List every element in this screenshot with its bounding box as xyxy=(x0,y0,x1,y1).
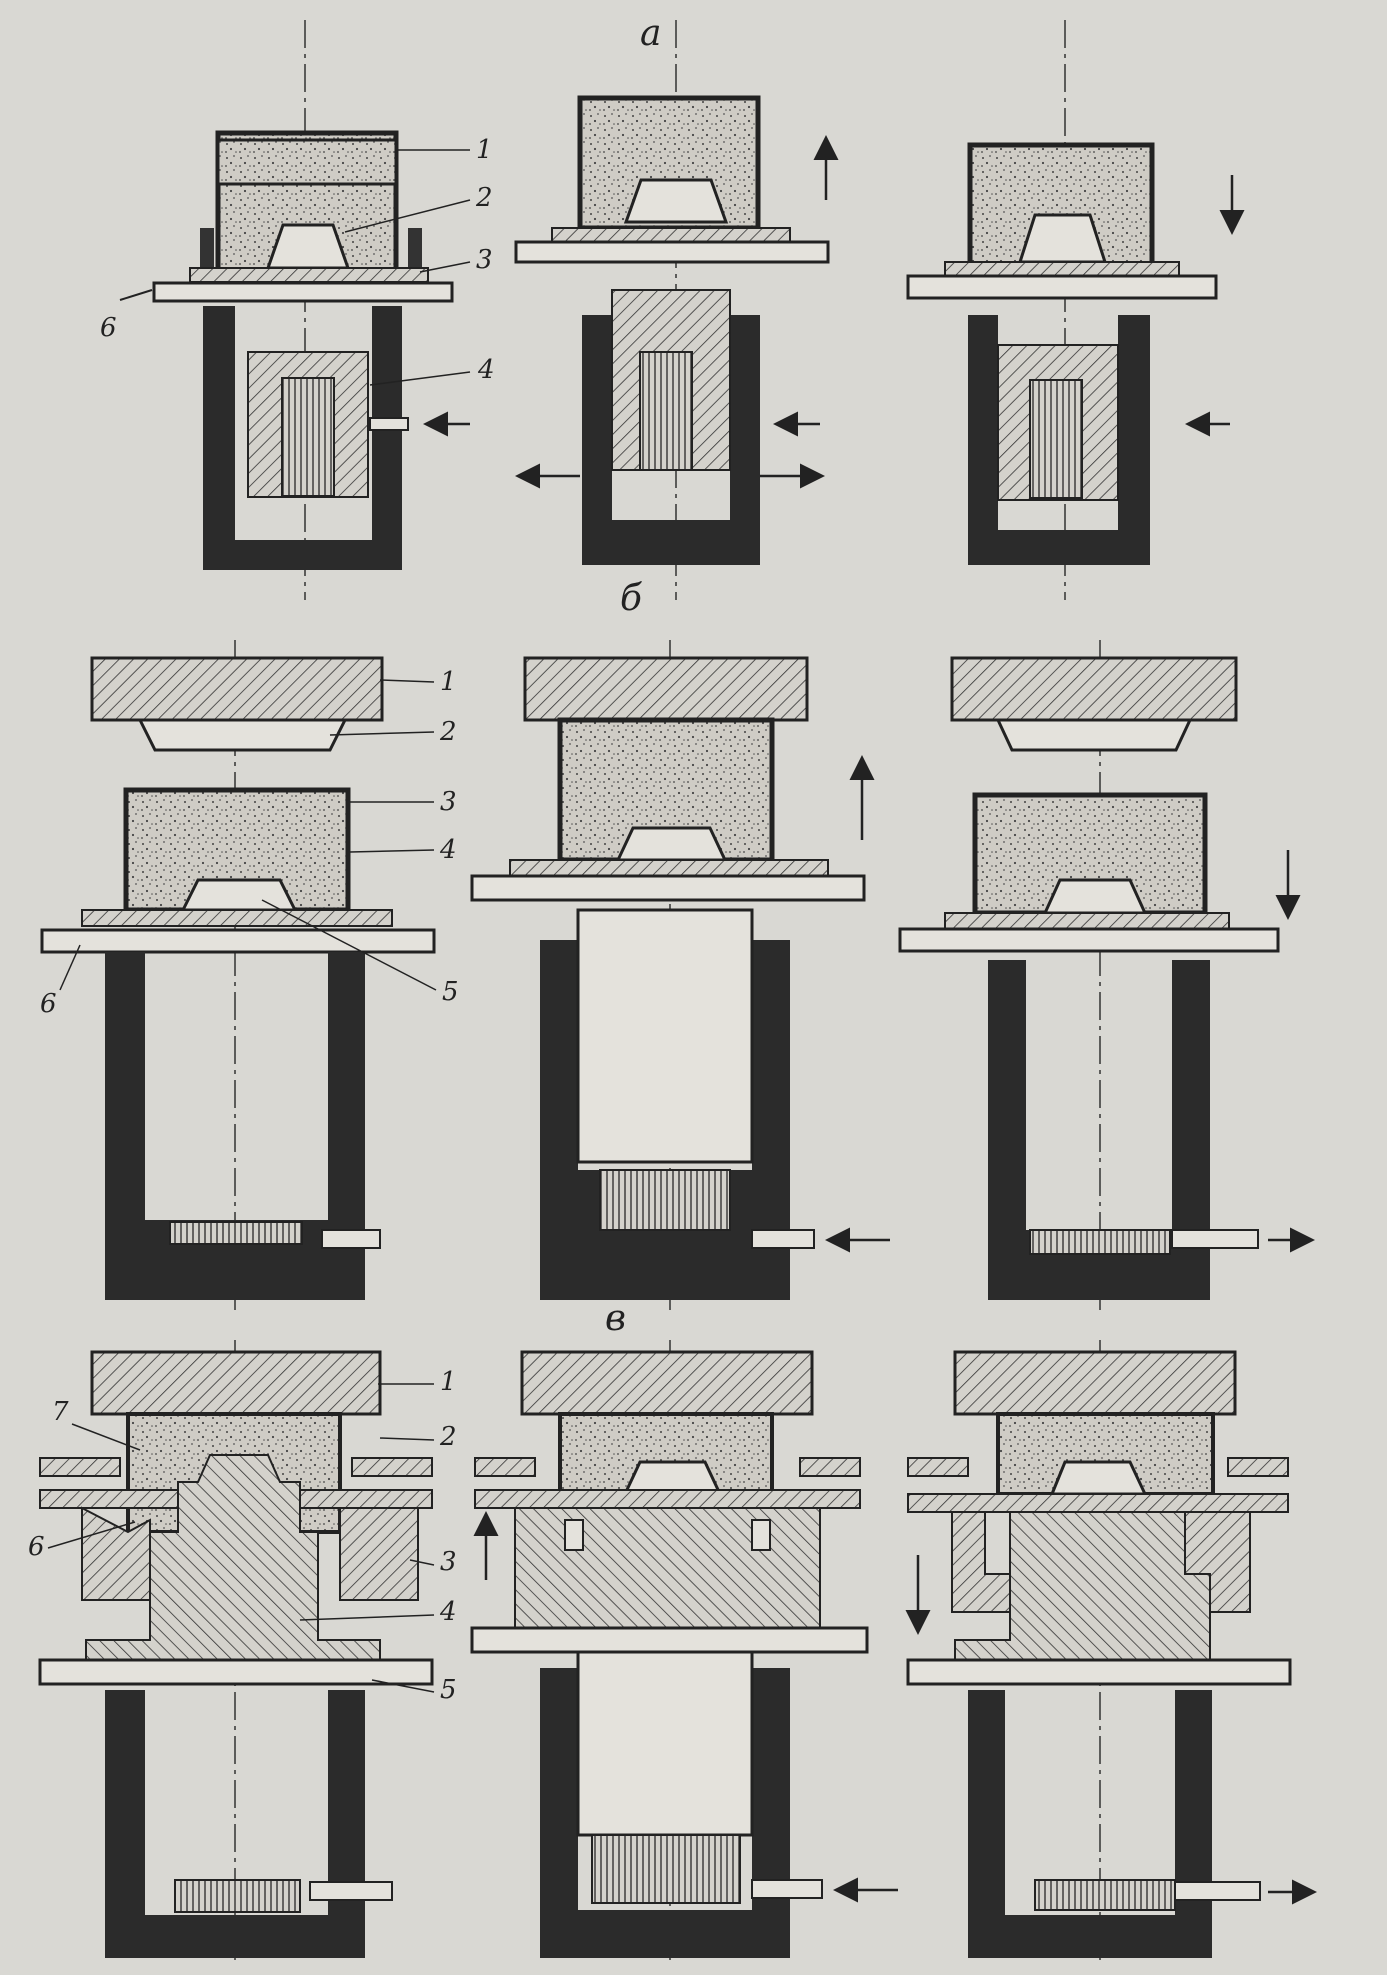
section-label-b: б xyxy=(620,578,643,619)
callout-a-3: 3 xyxy=(476,245,493,275)
section-label-a: а xyxy=(640,13,661,54)
diagram-a3 xyxy=(906,20,1245,600)
row-c: 1 2 3 4 5 6 7 xyxy=(28,1340,1317,1960)
callout-a-1: 1 xyxy=(476,135,493,165)
callout-c-1: 1 xyxy=(440,1367,457,1397)
diagram-b3 xyxy=(898,640,1315,1310)
diagram-a2 xyxy=(514,20,839,600)
callout-c-5: 5 xyxy=(440,1675,457,1705)
callout-b-6: 6 xyxy=(40,989,57,1019)
callout-b-4: 4 xyxy=(439,835,457,865)
callout-a-2: 2 xyxy=(475,183,493,213)
callout-a-6: 6 xyxy=(100,313,117,343)
diagram-c1: 1 2 3 4 5 6 7 xyxy=(28,1340,457,1960)
diagram-c3 xyxy=(905,1340,1317,1960)
diagram-c2 xyxy=(470,1340,898,1960)
callout-c-6: 6 xyxy=(28,1532,45,1562)
callout-b-1: 1 xyxy=(440,667,457,697)
callout-c-7: 7 xyxy=(52,1397,69,1427)
callout-a-4: 4 xyxy=(477,355,495,385)
callout-b-5: 5 xyxy=(442,977,459,1007)
diagram-b2 xyxy=(470,640,890,1310)
callout-b-2: 2 xyxy=(439,717,457,747)
callout-c-4: 4 xyxy=(439,1597,457,1627)
row-a: 1 2 3 6 4 xyxy=(100,20,1245,600)
callout-c-3: 3 xyxy=(440,1547,457,1577)
callout-c-2: 2 xyxy=(439,1422,457,1452)
row-b: 1 2 3 4 5 6 xyxy=(40,640,1315,1310)
section-label-c: в xyxy=(605,1298,626,1339)
callout-b-3: 3 xyxy=(440,787,457,817)
diagram-b1: 1 2 3 4 5 6 xyxy=(40,640,459,1310)
diagram-a1: 1 2 3 6 4 xyxy=(100,20,495,600)
